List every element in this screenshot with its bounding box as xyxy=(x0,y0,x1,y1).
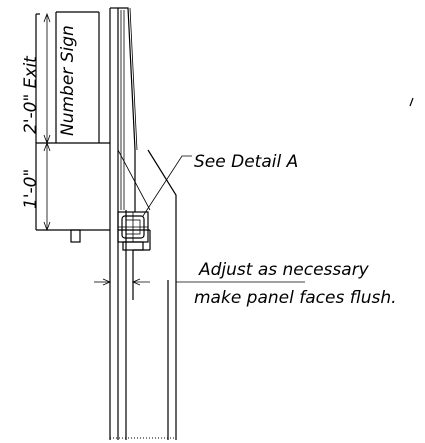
tick-mark xyxy=(409,97,414,107)
adjust-note-line2: make panel faces flush. xyxy=(194,288,397,308)
adjust-note-line1: Adjust as necessary xyxy=(198,260,370,280)
flush-dimension xyxy=(94,278,305,286)
see-detail-a-note: See Detail A xyxy=(194,152,298,172)
anchor-box xyxy=(70,229,81,243)
detail-leader xyxy=(142,155,192,217)
dimension-lower-label: 1'-0" xyxy=(21,169,41,209)
dimension-lines xyxy=(43,12,51,232)
dimension-exit-label: 2'-0" Exit xyxy=(21,55,41,134)
sign-frame xyxy=(35,11,110,231)
bracket-detail xyxy=(117,211,149,251)
number-sign-label: Number Sign xyxy=(58,25,78,136)
panel-members xyxy=(109,7,177,440)
